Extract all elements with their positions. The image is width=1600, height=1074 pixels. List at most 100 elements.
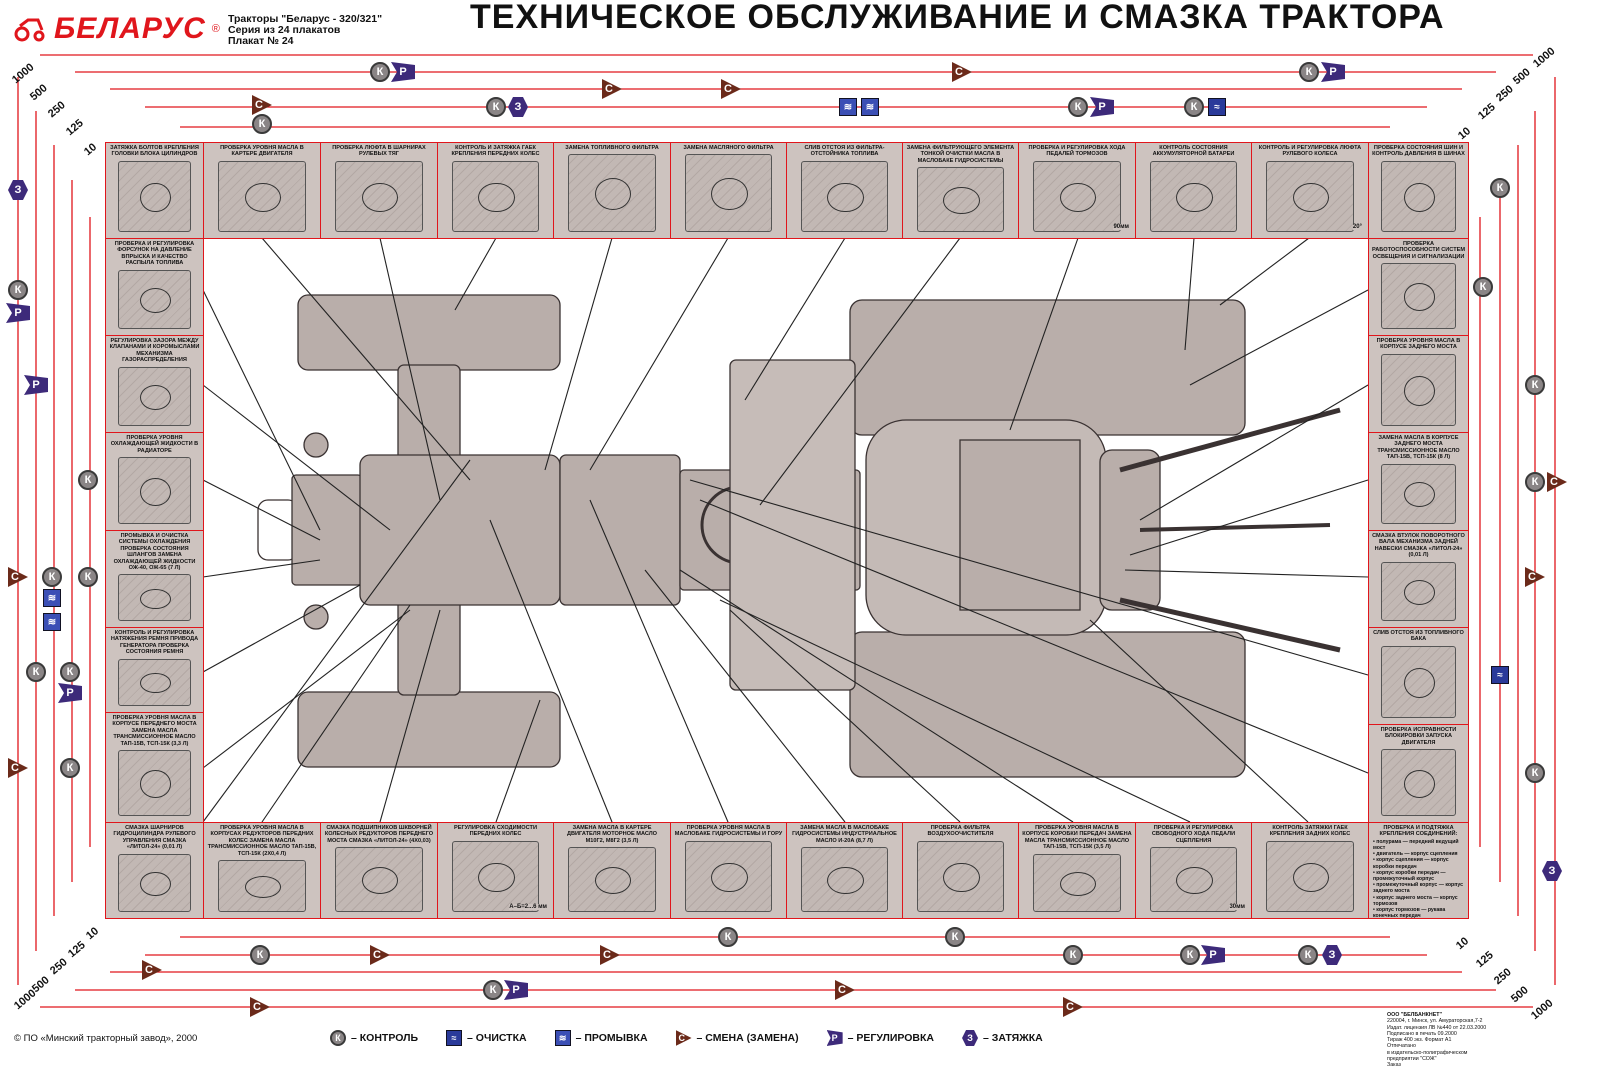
panel-illustration [117,853,192,912]
leader-line [454,237,497,311]
panel-illustration [451,840,540,912]
leader-line [1009,237,1079,431]
adjust-marker: Р [504,980,528,1000]
legend-item: ≋– ПРОМЫВКА [554,1030,648,1046]
panel-title: СЛИВ ОТСТОЯ ИЗ ФИЛЬТРА-ОТСТОЙНИКА ТОПЛИВ… [804,145,885,158]
service-panel: ЗАМЕНА МАСЛЯНОГО ФИЛЬТРА [670,142,787,239]
adjust-marker: Р [391,62,415,82]
control-icon: К [330,1030,346,1046]
control-marker: К [252,114,272,134]
control-marker: К [1298,945,1318,965]
leader-line [489,519,613,823]
service-panel: ЗАМЕНА МАСЛА В МАСЛОБАКЕ ГИДРОСИСТЕМЫ ИН… [786,822,903,919]
service-panel: ЗАМЕНА ТОПЛИВНОГО ФИЛЬТРА [553,142,671,239]
service-panel: ПРОВЕРКА ФИЛЬТРА ВОЗДУХООЧИСТИТЕЛЯ [902,822,1019,919]
panel-illustration [800,847,889,912]
panel-illustration [117,366,192,426]
control-marker: К [1473,277,1493,297]
service-panel: ПРОВЕРКА И РЕГУЛИРОВКА ХОДА ПЕДАЛЕЙ ТОРМ… [1018,142,1136,239]
legend-label: – ЗАТЯЖКА [983,1032,1043,1044]
panel-illustration [1149,160,1238,232]
panel-illustration [916,840,1005,912]
adjust-marker: Р [1201,945,1225,965]
panel-title: ЗАТЯЖКА БОЛТОВ КРЕПЛЕНИЯ ГОЛОВКИ БЛОКА Ц… [110,145,199,158]
service-panel: РЕГУЛИРОВКА ЗАЗОРА МЕЖДУ КЛАПАНАМИ И КОР… [105,335,204,433]
panel-illustration [684,154,773,232]
panel-illustration [916,167,1005,232]
panel-title: КОНТРОЛЬ И РЕГУЛИРОВКА ЛЮФТА РУЛЕВОГО КО… [1258,145,1362,158]
series-line: Серия из 24 плакатов [228,24,341,36]
control-marker: К [1068,97,1088,117]
control-marker: К [60,758,80,778]
control-marker: К [370,62,390,82]
tractor-top-view [257,294,1341,778]
flush-marker: ≋ [861,98,879,116]
panel-dimension-note: 30мм [1229,904,1245,910]
control-marker: К [78,567,98,587]
panel-illustration [451,160,540,232]
service-panel: ПРОВЕРКА УРОВНЯ ОХЛАЖДАЮЩЕЙ ЖИДКОСТИ В Р… [105,432,204,531]
service-panel: ПРОВЕРКА УРОВНЯ МАСЛА В КОРПУСЕ ПЕРЕДНЕГ… [105,712,204,823]
service-panel: ЗАТЯЖКА БОЛТОВ КРЕПЛЕНИЯ ГОЛОВКИ БЛОКА Ц… [105,142,204,239]
leader-line [1184,237,1195,351]
panel-illustration [684,840,773,912]
service-panel: ПРОВЕРКА УРОВНЯ МАСЛА В КАРТЕРЕ ДВИГАТЕЛ… [203,142,321,239]
control-marker: К [1184,97,1204,117]
service-panel: ПРОВЕРКА ИСПРАВНОСТИ БЛОКИРОВКИ ЗАПУСКА … [1368,724,1469,823]
rear-housing [959,439,1081,611]
leader-line [1089,619,1309,823]
service-panel: СЛИВ ОТСТОЯ ИЗ ФИЛЬТРА-ОТСТОЙНИКА ТОПЛИВ… [786,142,903,239]
panel-illustration [334,847,424,912]
rear-fender-top [849,299,1246,436]
leader-line [202,584,361,673]
leader-line [544,237,613,471]
panel-illustration [1380,160,1457,232]
leader-lines [202,237,1369,823]
legend-label: – КОНТРОЛЬ [351,1032,419,1044]
panel-illustration [567,847,657,912]
panel-illustration [1149,847,1238,912]
leader-line [589,499,729,823]
connection-item: • двигатель — корпус сцепления [1373,851,1458,858]
panel-title: СМАЗКА ШАРНИРОВ ГИДРОЦИЛИНДРА РУЛЕВОГО У… [113,825,196,851]
panel-title: РЕГУЛИРОВКА СХОДИМОСТИ ПЕРЕДНИХ КОЛЕС [454,825,537,838]
leader-line [589,237,729,471]
clean-marker: ≈ [1208,98,1226,116]
connection-item: • корпус заднего моста — корпус тормозов [1373,894,1458,907]
panel-title: ПРОВЕРКА УРОВНЯ МАСЛА В КОРПУСЕ ЗАДНЕГО … [1376,338,1461,351]
clean-icon: ≈ [446,1030,463,1046]
imprint-line: Тираж 400 экз. Формат А1 [1387,1037,1452,1044]
connection-item: • корпус тормозов — рукава конечных пере… [1373,907,1446,919]
adjust-marker: Р [1090,97,1114,117]
connection-item: • полурама — передний ведущий мост [1373,838,1459,852]
series-line: Тракторы "Беларус - 320/321" [228,13,383,25]
panel-illustration [117,658,192,706]
leader-line [644,569,846,823]
brand-logo: БЕЛАРУС® [14,12,220,46]
panel-dimension-note: 90мм [1113,224,1129,230]
service-panel: ПРОВЕРКА УРОВНЯ МАСЛА В КОРПУСЕ КОРОБКИ … [1018,822,1136,919]
service-panel: ПРОВЕРКА УРОВНЯ МАСЛА В КОРПУСАХ РЕДУКТО… [203,822,321,919]
panel-title: ЗАМЕНА ТОПЛИВНОГО ФИЛЬТРА [565,145,659,151]
leader-line [1124,569,1369,578]
poster-title: ТЕХНИЧЕСКОЕ ОБСЛУЖИВАНИЕ И СМАЗКА ТРАКТО… [470,0,1445,36]
control-marker: К [8,280,28,300]
panel-title: ПРОВЕРКА ЛЮФТА В ШАРНИРАХ РУЛЕВЫХ ТЯГ [332,145,426,158]
panel-illustration [334,160,424,232]
service-panel: КОНТРОЛЬ И РЕГУЛИРОВКА НАТЯЖЕНИЯ РЕМНЯ П… [105,627,204,713]
control-marker: К [78,470,98,490]
control-marker: К [1180,945,1200,965]
panel-title: ПРОВЕРКА ФИЛЬТРА ВОЗДУХООЧИСТИТЕЛЯ [927,825,994,838]
panel-title: СЛИВ ОТСТОЯ ИЗ ТОПЛИВНОГО БАКА [1373,630,1464,643]
control-marker: К [1525,375,1545,395]
service-panel: КОНТРОЛЬ ЗАТЯЖКИ ГАЕК КРЕПЛЕНИЯ ЗАДНИХ К… [1251,822,1369,919]
front-wheel-bottom [297,691,561,768]
panel-title: ПРОВЕРКА УРОВНЯ МАСЛА В КОРПУСАХ РЕДУКТО… [207,825,317,857]
panel-title: ПРОМЫВКА И ОЧИСТКА СИСТЕМЫ ОХЛАЖДЕНИЯ ПР… [113,533,196,572]
imprint-line: в издательско-полиграфическом [1387,1049,1468,1056]
leader-line [1129,479,1369,556]
control-marker: К [250,945,270,965]
legend-label: – СМЕНА (ЗАМЕНА) [696,1032,799,1044]
control-marker: К [42,567,62,587]
